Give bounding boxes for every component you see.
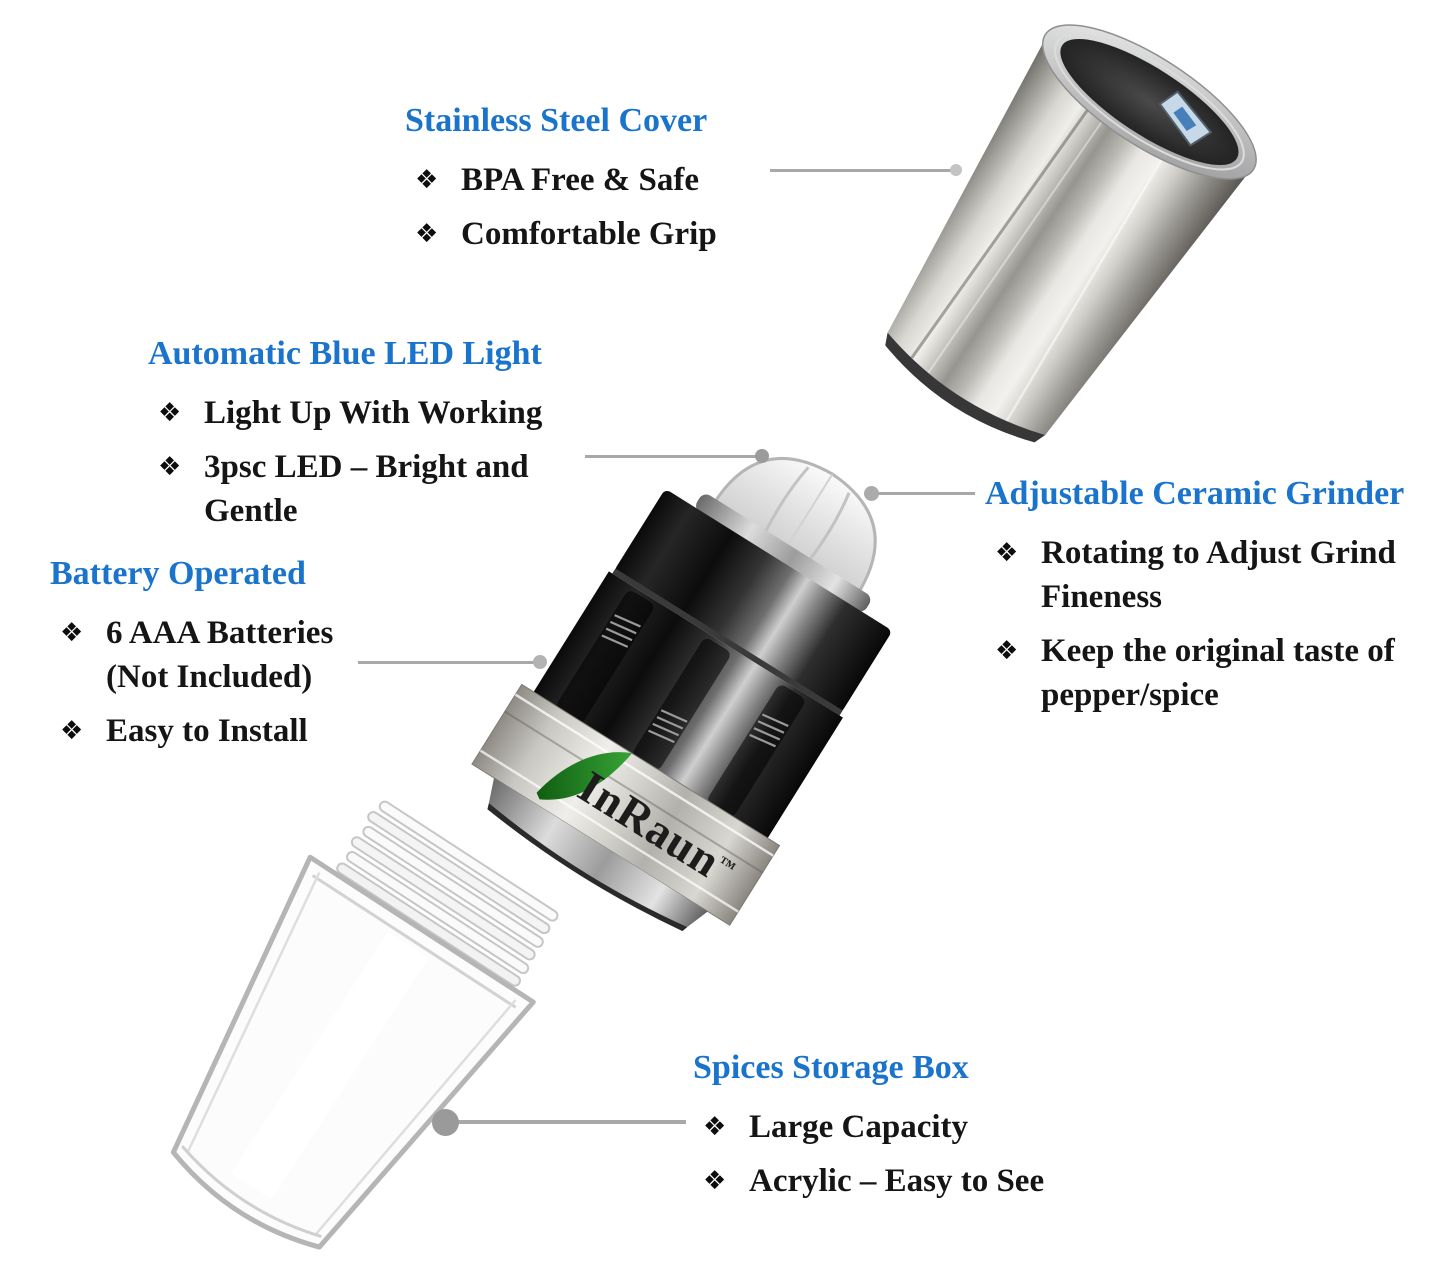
leader-line-cover	[770, 169, 958, 172]
storage-box-graphic	[170, 800, 559, 1250]
diamond-bullet-icon: ❖	[415, 165, 439, 195]
box-threads	[336, 800, 559, 987]
diamond-bullet-icon: ❖	[995, 538, 1019, 568]
leader-dot-grinder	[864, 486, 879, 501]
callout-heading: Adjustable Ceramic Grinder	[985, 475, 1405, 512]
motor-housing	[615, 491, 891, 712]
callout-stainless-steel-cover: Stainless Steel Cover ❖ BPA Free & Safe …	[405, 98, 765, 266]
callout-bullet-list: ❖ Rotating to Adjust Grind Fineness ❖ Ke…	[985, 531, 1437, 717]
bullet-text: Keep the original taste of pepper/spice	[1041, 633, 1395, 713]
cover-bottom-edge	[885, 332, 1046, 443]
leader-dot-box	[432, 1109, 459, 1136]
bullet-item: ❖ BPA Free & Safe	[415, 158, 765, 202]
steel-cover-graphic	[885, 24, 1257, 443]
callout-heading: Stainless Steel Cover	[405, 102, 708, 139]
diamond-bullet-icon: ❖	[703, 1112, 727, 1142]
bottom-collar	[488, 777, 708, 928]
battery-springs	[601, 614, 789, 748]
cap-collar	[696, 494, 871, 612]
diamond-bullet-icon: ❖	[995, 636, 1019, 666]
bullet-item: ❖ Comfortable Grip	[415, 212, 765, 256]
bullet-item: ❖ Rotating to Adjust Grind Fineness	[995, 531, 1437, 619]
bullet-text: 3psc LED – Bright and Gentle	[204, 449, 529, 529]
diamond-bullet-icon: ❖	[158, 398, 182, 428]
bullet-text: BPA Free & Safe	[461, 162, 699, 198]
leader-line-box	[452, 1120, 686, 1124]
bullet-text: Easy to Install	[106, 713, 308, 749]
callout-spices-storage-box: Spices Storage Box ❖ Large Capacity ❖ Ac…	[693, 1045, 1103, 1213]
leader-line-grinder	[872, 492, 975, 495]
bullet-text: Comfortable Grip	[461, 216, 717, 252]
callout-heading: Spices Storage Box	[693, 1049, 969, 1086]
bullet-item: ❖ 3psc LED – Bright and Gentle	[158, 445, 596, 533]
callout-heading: Automatic Blue LED Light	[148, 335, 542, 372]
diamond-bullet-icon: ❖	[158, 452, 182, 482]
grinder-motor-unit-photo: InRaun™	[464, 392, 956, 947]
callout-bullet-list: ❖ 6 AAA Batteries (Not Included) ❖ Easy …	[50, 611, 380, 753]
bullet-text: 6 AAA Batteries (Not Included)	[106, 615, 334, 695]
diamond-bullet-icon: ❖	[703, 1166, 727, 1196]
callout-bullet-list: ❖ Light Up With Working ❖ 3psc LED – Bri…	[148, 391, 596, 533]
callout-battery-operated: Battery Operated ❖ 6 AAA Batteries (Not …	[50, 551, 380, 763]
leader-dot-cover	[950, 164, 962, 176]
diamond-bullet-icon: ❖	[60, 618, 84, 648]
bullet-text: Acrylic – Easy to See	[749, 1163, 1045, 1199]
leader-line-battery	[358, 661, 540, 664]
box-bottom-line	[181, 1145, 322, 1238]
callout-heading: Battery Operated	[50, 555, 306, 592]
callout-bullet-list: ❖ BPA Free & Safe ❖ Comfortable Grip	[405, 158, 765, 256]
diamond-bullet-icon: ❖	[415, 219, 439, 249]
leader-dot-led	[755, 449, 769, 463]
callout-bullet-list: ❖ Large Capacity ❖ Acrylic – Easy to See	[693, 1105, 1103, 1203]
callout-automatic-led-light: Automatic Blue LED Light ❖ Light Up With…	[148, 331, 596, 543]
stainless-steel-cover-photo	[844, 0, 1285, 475]
bullet-text: Large Capacity	[749, 1109, 969, 1145]
bullet-item: ❖ Light Up With Working	[158, 391, 596, 435]
acrylic-storage-box-photo	[111, 774, 594, 1267]
leaf-icon	[536, 752, 632, 800]
bullet-item: ❖ 6 AAA Batteries (Not Included)	[60, 611, 380, 699]
leader-line-led	[585, 455, 761, 458]
bullet-item: ❖ Easy to Install	[60, 709, 380, 753]
bullet-item: ❖ Acrylic – Easy to See	[703, 1159, 1103, 1203]
bullet-text: Light Up With Working	[204, 395, 543, 431]
callout-adjustable-ceramic-grinder: Adjustable Ceramic Grinder ❖ Rotating to…	[985, 471, 1437, 727]
bullet-item: ❖ Keep the original taste of pepper/spic…	[995, 629, 1437, 717]
bullet-item: ❖ Large Capacity	[703, 1105, 1103, 1149]
diamond-bullet-icon: ❖	[60, 716, 84, 746]
leader-dot-battery	[533, 655, 547, 669]
motor-unit-graphic: InRaun™	[471, 456, 891, 932]
bullet-text: Rotating to Adjust Grind Fineness	[1041, 535, 1396, 615]
